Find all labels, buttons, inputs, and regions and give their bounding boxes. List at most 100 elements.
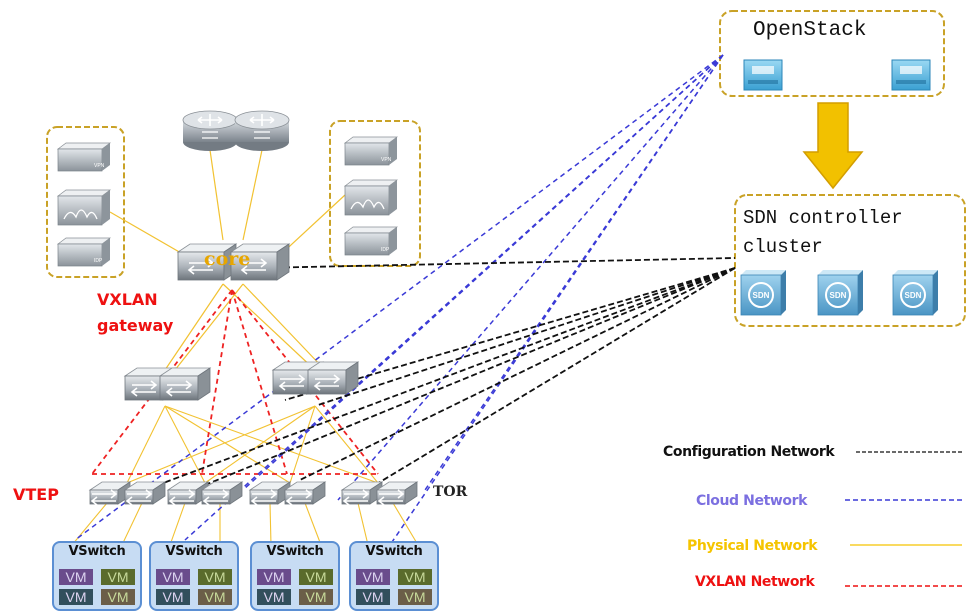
- physical-link: [357, 502, 369, 546]
- devices: VPN IDP VPN IDP SDN SDN SDN: [56, 59, 938, 506]
- vxlan-link: [91, 289, 233, 475]
- physical-link: [242, 283, 326, 371]
- router-icon: [182, 110, 238, 151]
- config-link: [256, 257, 736, 269]
- physical-link: [222, 283, 316, 371]
- vswitch-title: VSwitch: [365, 544, 423, 559]
- vxlan-link: [201, 289, 233, 475]
- legend-physical-label: Physical Network: [687, 538, 818, 554]
- vm-block: VM: [59, 569, 93, 585]
- cloud-link: [389, 54, 724, 546]
- vm-block: VM: [59, 589, 93, 605]
- vxlan-gateway-label-1: VXLAN: [97, 290, 158, 309]
- vm-block: VM: [299, 589, 333, 605]
- config-link: [284, 267, 736, 401]
- tor-switch-icon: [88, 481, 132, 506]
- physical-link: [164, 283, 224, 371]
- vm-block: VM: [257, 589, 291, 605]
- sdn-controller-icon: SDN: [892, 270, 938, 316]
- vm-block: VM: [356, 589, 390, 605]
- physical-link: [304, 502, 322, 546]
- tor-switch-icon: [248, 481, 292, 506]
- appliance-badge: VPN: [94, 163, 105, 169]
- physical-link: [242, 149, 263, 241]
- router-icon: [234, 110, 290, 151]
- legend-vxlan-label: VXLAN Network: [695, 574, 815, 590]
- legend-lines: [845, 451, 962, 587]
- sdn-badge: SDN: [753, 291, 770, 300]
- physical-link: [204, 405, 316, 484]
- vpn-appliance-icon: VPN: [343, 136, 399, 166]
- sdn-cluster-group: [734, 194, 966, 327]
- vswitch-title: VSwitch: [266, 544, 324, 559]
- idp-appliance-icon: IDP: [343, 226, 399, 256]
- firewall-appliance-icon: [343, 179, 399, 216]
- physical-link: [269, 502, 272, 546]
- tor-switch-icon: [123, 481, 167, 506]
- cloud-link: [337, 54, 724, 501]
- aggregation-switch-icon: [306, 361, 360, 395]
- vswitch-title: VSwitch: [165, 544, 223, 559]
- physical-link: [174, 283, 244, 371]
- config-links: [149, 257, 736, 489]
- tor-switch-icon: [200, 481, 244, 506]
- tor-switch-icon: [283, 481, 327, 506]
- cloud-link: [424, 54, 724, 491]
- config-link: [149, 267, 736, 489]
- physical-link: [289, 405, 316, 484]
- openstack-label: OpenStack: [753, 19, 867, 42]
- physical-link: [164, 405, 379, 484]
- vm-block: VM: [101, 569, 135, 585]
- physical-link: [314, 405, 379, 484]
- core-label: core: [204, 248, 251, 270]
- sdn-badge: SDN: [905, 291, 922, 300]
- vm-block: VM: [257, 569, 291, 585]
- config-link: [204, 267, 736, 486]
- tor-switch-icon: [375, 481, 419, 506]
- tor-switch-icon: [166, 481, 210, 506]
- appliance-badge: IDP: [94, 258, 103, 264]
- config-link: [374, 267, 736, 486]
- appliance-badge: VPN: [381, 157, 392, 163]
- appliance-badge: IDP: [381, 247, 390, 253]
- vpn-appliance-icon: VPN: [56, 142, 112, 172]
- vm-block: VM: [299, 569, 333, 585]
- physical-link: [169, 502, 186, 546]
- vswitch-title: VSwitch: [68, 544, 126, 559]
- physical-link: [121, 502, 143, 546]
- physical-link: [126, 405, 166, 484]
- vm-block: VM: [398, 569, 432, 585]
- physical-link: [109, 211, 189, 258]
- vm-block: VM: [101, 589, 135, 605]
- firewall-appliance-icon: [56, 189, 112, 226]
- vm-block: VM: [356, 569, 390, 585]
- left-security-group: [46, 126, 125, 278]
- sdn-badge: SDN: [830, 291, 847, 300]
- aggregation-switch-icon: [158, 367, 212, 401]
- vm-block: VM: [198, 589, 232, 605]
- cloud-links: [74, 54, 724, 546]
- sdn-controller-icon: SDN: [817, 270, 863, 316]
- physical-link: [164, 405, 291, 484]
- vm-block: VM: [198, 569, 232, 585]
- physical-link: [126, 405, 316, 484]
- tor-switch-icon: [340, 481, 384, 506]
- vm-block: VM: [156, 589, 190, 605]
- vtep-label: VTEP: [13, 485, 59, 504]
- physical-link: [392, 502, 419, 546]
- idp-appliance-icon: IDP: [56, 237, 112, 267]
- sdn-controller-icon: SDN: [740, 270, 786, 316]
- vxlan-gateway-label-2: gateway: [97, 316, 174, 335]
- legend-cloud-label: Cloud Network: [696, 493, 808, 509]
- physical-link: [71, 502, 108, 546]
- cloud-link: [74, 54, 724, 541]
- physical-link: [209, 149, 224, 241]
- legend-configuration-label: Configuration Network: [663, 444, 835, 460]
- openstack-server-icon: [891, 59, 931, 91]
- sdn-controller-label: SDN controller: [743, 207, 903, 229]
